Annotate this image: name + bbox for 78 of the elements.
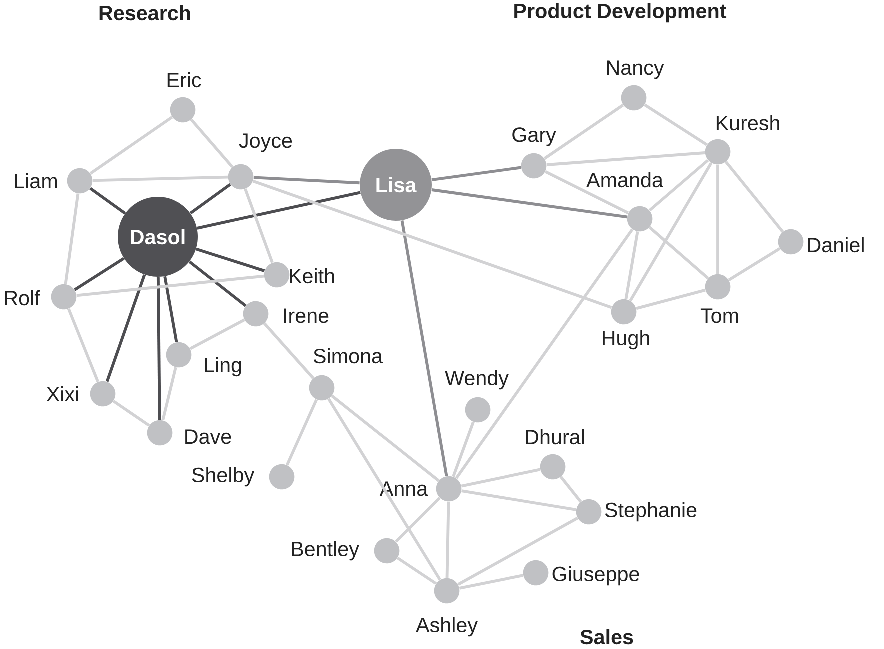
connection-line bbox=[64, 194, 80, 284]
person-name: Stephanie bbox=[605, 502, 697, 522]
person-name: Simona bbox=[314, 348, 384, 364]
connection-line bbox=[446, 502, 450, 578]
connection-line bbox=[252, 180, 612, 310]
connection-line bbox=[396, 556, 438, 586]
person-name: Ling bbox=[205, 357, 242, 377]
connection-line bbox=[560, 476, 582, 503]
group-heading: Product Development bbox=[514, 3, 727, 23]
connection-line bbox=[76, 274, 264, 298]
person-name: Liam bbox=[15, 173, 58, 189]
connection-line bbox=[546, 152, 706, 166]
person-name: Gary bbox=[512, 128, 556, 146]
person-name: Dhural bbox=[526, 429, 584, 445]
connection-line bbox=[67, 308, 100, 383]
person-name: Amanda bbox=[586, 172, 664, 188]
connection-line bbox=[462, 490, 576, 512]
connection-line bbox=[461, 468, 541, 488]
connection-line bbox=[544, 170, 630, 215]
person-name: Shelby bbox=[192, 467, 255, 487]
group-heading: Sales bbox=[580, 629, 634, 645]
person-name: Daniel bbox=[808, 237, 864, 253]
connection-line bbox=[648, 226, 710, 280]
connection-line bbox=[92, 176, 228, 182]
connection-line bbox=[395, 497, 441, 543]
connection-line bbox=[190, 183, 232, 215]
connection-line bbox=[190, 318, 246, 350]
connection-line bbox=[244, 188, 274, 264]
person-name: Kuresh bbox=[716, 115, 780, 131]
connection-line bbox=[196, 248, 266, 272]
connection-line bbox=[716, 164, 720, 274]
person-name: Hugh bbox=[603, 330, 650, 350]
connection-line bbox=[112, 400, 150, 427]
person-name: Xixi bbox=[46, 386, 78, 402]
connection-line bbox=[188, 260, 247, 308]
connection-line bbox=[544, 104, 624, 160]
person-name: Rolf bbox=[5, 290, 40, 306]
person-name: Bentley bbox=[292, 541, 360, 561]
connection-line bbox=[197, 191, 361, 230]
person-name: Joyce bbox=[239, 134, 292, 152]
connection-line bbox=[190, 118, 234, 168]
connection-line bbox=[254, 176, 360, 185]
connection-line bbox=[458, 517, 578, 586]
connection-line bbox=[452, 422, 475, 478]
person-name: Ashley bbox=[416, 617, 478, 637]
connection-line bbox=[106, 274, 146, 382]
connection-line bbox=[162, 367, 178, 421]
connection-line bbox=[90, 187, 126, 215]
person-name: Eric bbox=[168, 72, 202, 88]
connection-line bbox=[728, 248, 781, 282]
connection-line bbox=[74, 257, 125, 292]
connection-line bbox=[286, 399, 318, 466]
connection-line bbox=[624, 232, 640, 300]
connection-line bbox=[328, 398, 442, 581]
connection-line bbox=[156, 277, 162, 420]
connection-line bbox=[432, 166, 522, 182]
connection-line bbox=[459, 574, 524, 590]
person-name: Wendy bbox=[445, 370, 509, 390]
connection-line bbox=[644, 104, 708, 146]
connection-line bbox=[648, 159, 710, 212]
connection-line bbox=[629, 162, 713, 302]
person-name: Tom bbox=[700, 308, 738, 324]
person-name: Dave bbox=[186, 430, 232, 444]
connection-line bbox=[725, 161, 784, 233]
connection-line bbox=[164, 276, 178, 343]
person-name: Nancy bbox=[607, 60, 664, 80]
person-name: Anna bbox=[380, 482, 428, 496]
connection-line bbox=[90, 116, 174, 175]
connection-line bbox=[400, 220, 448, 477]
connection-line bbox=[432, 188, 628, 219]
connection-line bbox=[331, 394, 440, 482]
connection-line bbox=[264, 322, 314, 380]
connection-line bbox=[636, 288, 706, 310]
group-heading: Research bbox=[100, 5, 190, 21]
person-name: Giuseppe bbox=[552, 566, 640, 586]
person-name: Keith bbox=[290, 268, 334, 284]
connection-line bbox=[455, 228, 634, 480]
person-name: Irene bbox=[284, 308, 329, 324]
